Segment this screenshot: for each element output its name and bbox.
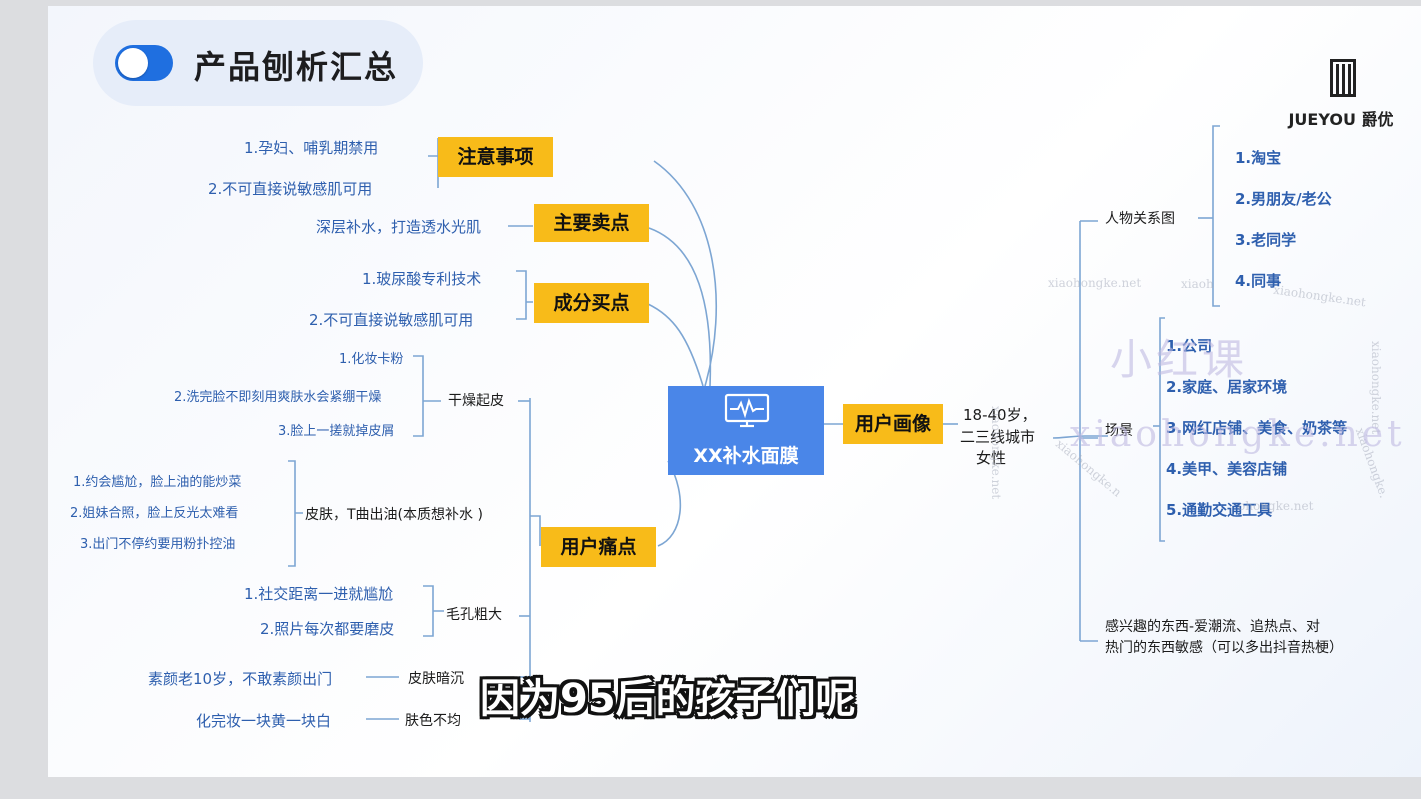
pain-item: 3.脸上一搓就掉皮屑 xyxy=(278,424,395,439)
relation-item: 3.老同学 xyxy=(1235,231,1297,249)
watermark: ohongke.net xyxy=(1238,499,1314,513)
scene-item: 3.网红店铺、美食、奶茶等 xyxy=(1166,419,1348,437)
logo-text: JUEYOU 爵优 xyxy=(1288,110,1394,129)
pain-group-label: 肤色不均 xyxy=(405,713,461,729)
persona-label: 用户画像 xyxy=(843,404,943,444)
brand-logo: JUEYOU 爵优 xyxy=(1286,56,1396,136)
scene-item: 5.通勤交通工具 xyxy=(1166,501,1273,519)
cautions-label: 注意事项 xyxy=(438,137,553,177)
interests-line: 热门的东西敏感（可以多出抖音热梗） xyxy=(1105,640,1343,656)
center-label: XX补水面膜 xyxy=(693,445,799,467)
toggle-icon xyxy=(115,45,173,81)
persona-summary: 18-40岁， xyxy=(963,406,1037,424)
selling-point-item: 深层补水，打造透水光肌 xyxy=(316,218,482,236)
pain-item: 2.姐妹合照，脸上反光太难看 xyxy=(70,506,239,521)
watermark: xiaohongke.net xyxy=(1048,276,1142,290)
pain-group-label: 皮肤，T曲出油(本质想补水 ) xyxy=(305,507,483,523)
watermark-cn: 小红课 xyxy=(1110,335,1249,384)
scene-item: 1.公司 xyxy=(1166,337,1213,355)
slide: 产品刨析汇总 JUEYOU 爵优 xyxy=(48,6,1421,777)
caution-item: 1.孕妇、哺乳期禁用 xyxy=(244,139,379,157)
logo-mark-icon xyxy=(1330,59,1356,97)
scene-item: 4.美甲、美容店铺 xyxy=(1166,460,1288,478)
caution-item: 2.不可直接说敏感肌可用 xyxy=(208,180,373,198)
persona-summary: 女性 xyxy=(976,449,1007,467)
watermark: xiaoh xyxy=(1181,277,1214,291)
persona-summary: 二三线城市 xyxy=(960,428,1036,446)
pain-item: 化完妆一块黄一块白 xyxy=(196,712,332,730)
ingredient-item: 1.玻尿酸专利技术 xyxy=(362,270,482,288)
pain-item: 素颜老10岁，不敢素颜出门 xyxy=(148,670,333,688)
center-topic: XX补水面膜 xyxy=(668,386,824,475)
watermark-big: xiaohongke.net xyxy=(1070,414,1406,455)
pain-group-label: 毛孔粗大 xyxy=(446,607,502,623)
ingredients-label: 成分买点 xyxy=(534,283,649,323)
watermark: xiaohongke.net xyxy=(989,406,1003,500)
pain-item: 3.出门不停约要用粉扑控油 xyxy=(80,537,236,552)
relation-item: 4.同事 xyxy=(1235,272,1282,290)
interests-line: 感兴趣的东西-爱潮流、追热点、对 xyxy=(1105,619,1321,635)
relation-item: 2.男朋友/老公 xyxy=(1235,190,1332,208)
connector-lines xyxy=(288,125,1220,722)
relations-label: 人物关系图 xyxy=(1105,211,1175,227)
scenes-label: 场景 xyxy=(1105,423,1133,439)
pain-group-label: 皮肤暗沉 xyxy=(408,671,464,687)
pain-points-label: 用户痛点 xyxy=(541,527,656,567)
ingredient-item: 2.不可直接说敏感肌可用 xyxy=(309,311,474,329)
pain-item: 1.约会尴尬，脸上油的能炒菜 xyxy=(73,475,242,490)
pain-item: 1.化妆卡粉 xyxy=(339,352,404,367)
selling-point-label: 主要卖点 xyxy=(534,204,649,242)
video-subtitle: 因为95后的孩子们呢 xyxy=(480,676,856,722)
relation-item: 1.淘宝 xyxy=(1235,149,1282,167)
scene-item: 2.家庭、居家环境 xyxy=(1166,378,1288,396)
page-title: 产品刨析汇总 xyxy=(194,48,399,86)
pain-group-label: 干燥起皮 xyxy=(448,393,504,409)
pain-item: 2.洗完脸不即刻用爽肤水会紧绷干燥 xyxy=(174,390,382,405)
pain-item: 2.照片每次都要磨皮 xyxy=(260,620,395,638)
monitor-icon xyxy=(724,393,770,428)
pain-item: 1.社交距离一进就尴尬 xyxy=(244,585,394,603)
